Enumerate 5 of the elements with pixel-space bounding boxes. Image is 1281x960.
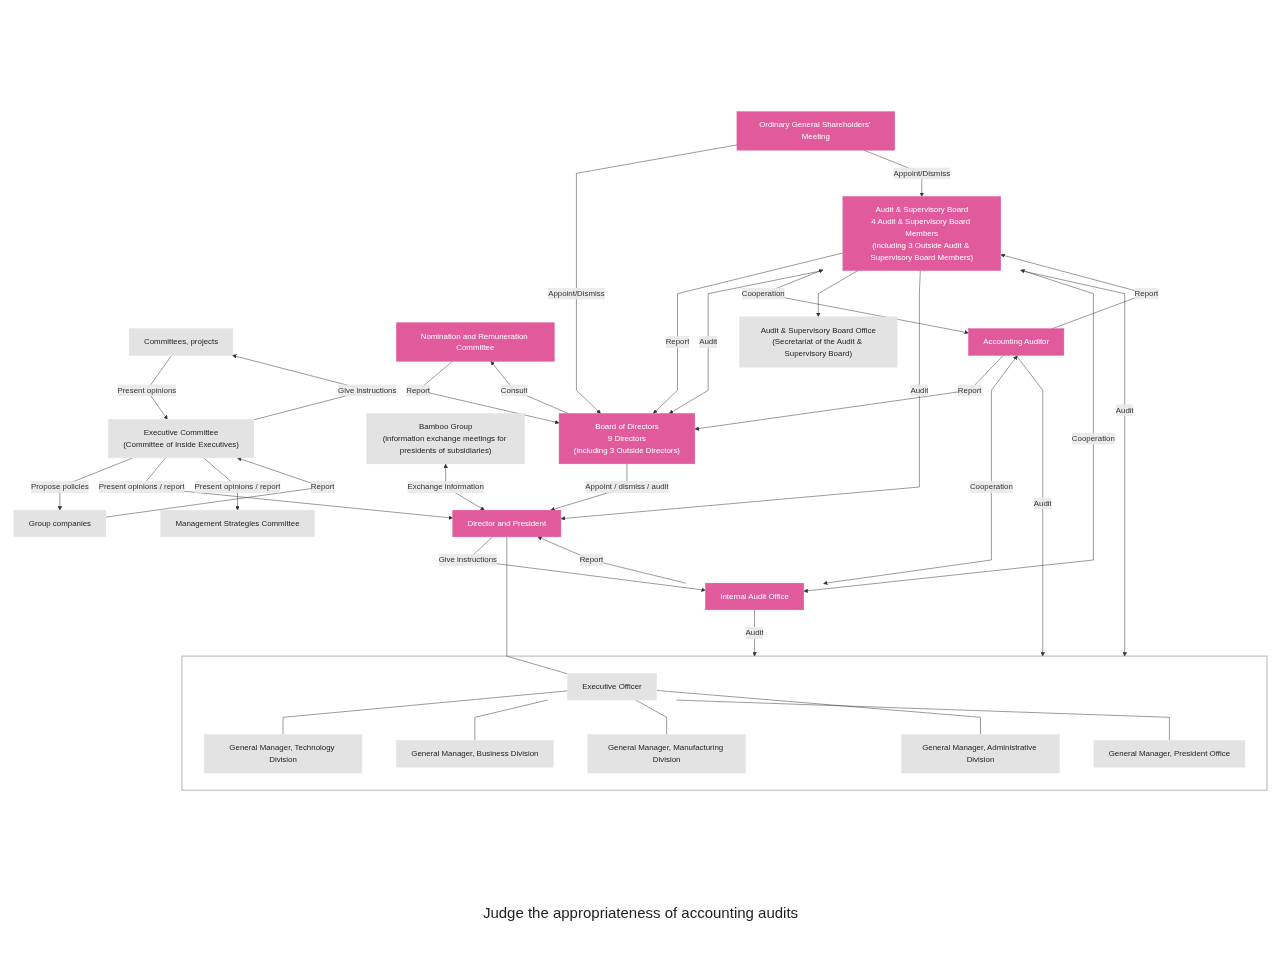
- connector: [506, 536, 568, 675]
- connector: [676, 699, 1170, 741]
- cluster: [181, 655, 1268, 792]
- note-text: Judge the appropriateness of accounting audits: [481, 904, 800, 921]
- connector: [656, 690, 981, 735]
